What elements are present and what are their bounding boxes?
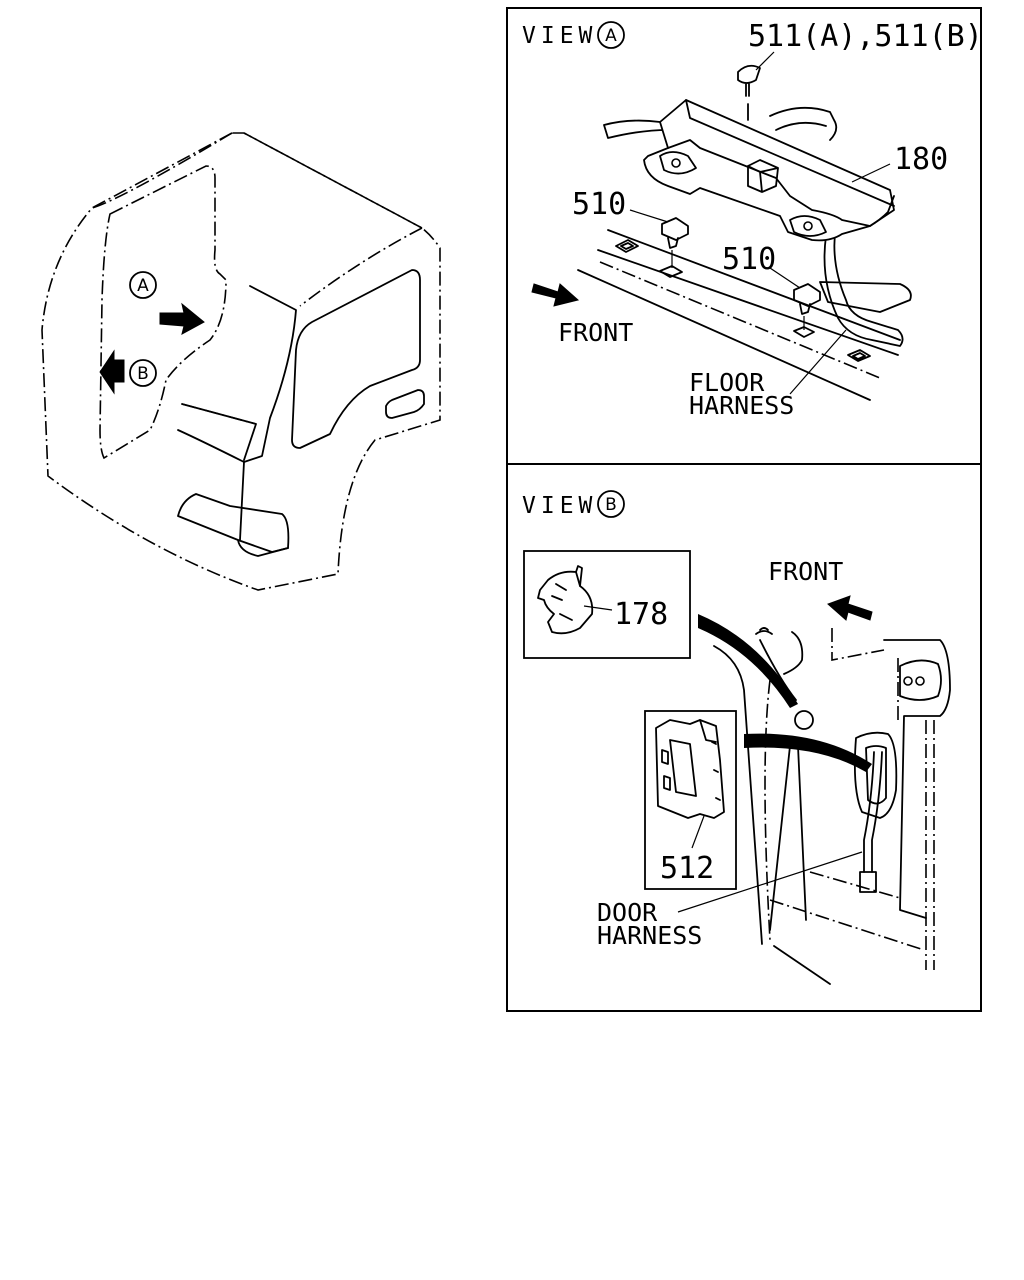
floor-harness-cable (823, 225, 904, 347)
door-harness-connector (859, 871, 877, 893)
label-front-a: FRONT (558, 318, 633, 347)
door-latch (899, 659, 942, 701)
cab-center-line (239, 461, 245, 541)
leader-512 (691, 815, 705, 849)
floor-harness-back (769, 106, 838, 141)
inset-178-frame (523, 550, 691, 659)
view-a-title: VIEW (522, 23, 597, 49)
cab-back-wall (177, 285, 297, 463)
bracket-180-hole-left-c (671, 158, 681, 168)
label-front-b: FRONT (768, 557, 843, 586)
bolt-511-leader (755, 51, 775, 71)
floor-centerline (599, 261, 881, 379)
floor-harness-upper (603, 119, 669, 139)
label-512: 512 (660, 851, 714, 886)
cab-outline (41, 132, 441, 591)
view-b-marker-text: B (605, 495, 617, 515)
pointer-512 (744, 733, 872, 772)
view-a-marker-circle (597, 21, 625, 49)
floor-lines (577, 229, 901, 401)
door-pillar-inner (831, 628, 935, 970)
bracket-180-hole-right (789, 215, 827, 237)
clip-510-right-icon (793, 283, 821, 315)
marker-b-circle (129, 359, 157, 387)
bracket-180-hole-right-c (803, 221, 813, 231)
cab-door-handle (385, 389, 425, 419)
view-b-title: VIEW (522, 493, 597, 519)
bolt-511-icon (737, 64, 761, 121)
cab-door-window (291, 269, 421, 449)
door-latch-hole-1 (903, 676, 913, 686)
floor-hole-1 (615, 239, 639, 253)
view-b-panel: VIEW B 178 FRONT (506, 463, 982, 1012)
view-a-marker-text: A (605, 26, 617, 46)
leader-178 (583, 605, 613, 611)
grommet (853, 731, 898, 819)
view-b-marker-circle (597, 490, 625, 518)
cab-floor-line (181, 403, 257, 425)
cab-overview: A B (41, 132, 441, 591)
door-panel-lines (713, 631, 804, 945)
label-510-left: 510 (572, 187, 626, 222)
clip-510-left-leader (629, 209, 669, 223)
label-178: 178 (614, 597, 668, 632)
leader-floor-harness (789, 329, 847, 395)
arrow-b-icon (99, 349, 125, 395)
label-510-right: 510 (722, 242, 776, 277)
clip-178-detail (551, 571, 581, 621)
clip-178-icon (537, 565, 594, 635)
pointer-178 (698, 614, 798, 708)
bracket-180-tab (747, 159, 779, 193)
leader-180 (851, 163, 891, 183)
door-arc (755, 627, 773, 635)
floor-harness-pad (819, 281, 912, 313)
bracket-180-hole-left (659, 151, 697, 175)
floor-hole-3 (793, 326, 815, 338)
clip-hole-icon (794, 710, 814, 730)
clip-510-left-icon (661, 217, 689, 249)
grommet-cover-512-icon (655, 719, 725, 819)
marker-a-circle (129, 271, 157, 299)
grommet-inner (865, 745, 887, 805)
cab-step-lower (237, 539, 289, 557)
leader-door-harness (677, 851, 863, 913)
label-floor: FLOOR (689, 368, 765, 397)
front-arrow-a-icon (531, 283, 580, 307)
cab-roof-edge (91, 132, 423, 307)
view-b-frame (506, 463, 982, 1012)
label-door: DOOR (597, 898, 658, 927)
label-180: 180 (894, 142, 948, 177)
front-arrow-b-icon (827, 595, 873, 621)
cab-step (177, 493, 290, 553)
door-latch-hole-2 (915, 676, 925, 686)
door-harness-cable (863, 751, 883, 873)
floor-hole-4 (847, 349, 871, 362)
view-a-panel: VIEW A 511(A),511(B) 510 (506, 7, 983, 465)
door-bottom (769, 745, 831, 985)
marker-b-text: B (137, 364, 149, 384)
cab-rear-window (99, 165, 227, 460)
bracket-180-end (869, 195, 895, 227)
label-door-harness: HARNESS (597, 921, 702, 950)
marker-a-text: A (137, 276, 149, 296)
floor-hole-2 (659, 265, 683, 278)
arrow-a-icon (159, 302, 205, 335)
door-panel-dash (764, 679, 925, 951)
label-floor-harness: HARNESS (689, 391, 794, 420)
door-pillar (883, 639, 951, 919)
grommet-cover-512-detail (661, 719, 721, 801)
clip-510-right-leader (769, 267, 801, 289)
label-511: 511(A),511(B) (748, 19, 983, 54)
inset-512-frame (644, 710, 737, 890)
